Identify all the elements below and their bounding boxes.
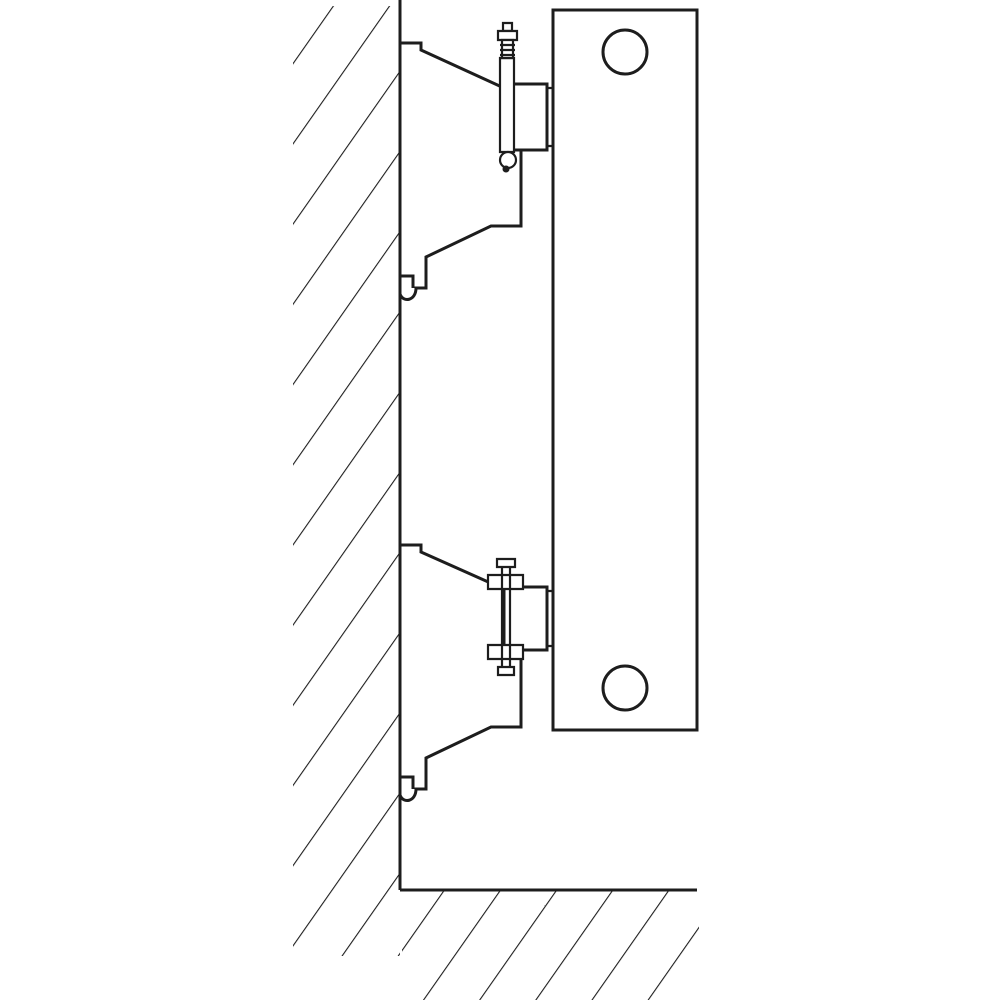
floor-hatch [402,891,699,1000]
clamp-top-bar [486,573,525,591]
wall-hatch [293,6,400,956]
clip-pivot-pin [502,165,510,173]
radiator-top-port [601,28,649,76]
radiator-panel [551,8,699,732]
bottom-bracket-outline [398,543,523,802]
clamp-bolt-shaft [500,567,512,673]
clamp-bottom-bar [486,643,525,661]
adjusting-screw-threads [500,43,515,57]
clamp-bolt-foot [496,665,516,677]
clip-pivot-circle [498,150,518,170]
adjusting-screw-head [496,29,519,42]
bottom-bracket-arm [502,585,549,652]
top-bracket-outline [398,41,523,301]
top-bracket-clip [498,56,516,154]
adjusting-screw-nub [501,21,514,33]
radiator-bottom-port [601,664,649,712]
clamp-bolt-head [495,557,517,569]
